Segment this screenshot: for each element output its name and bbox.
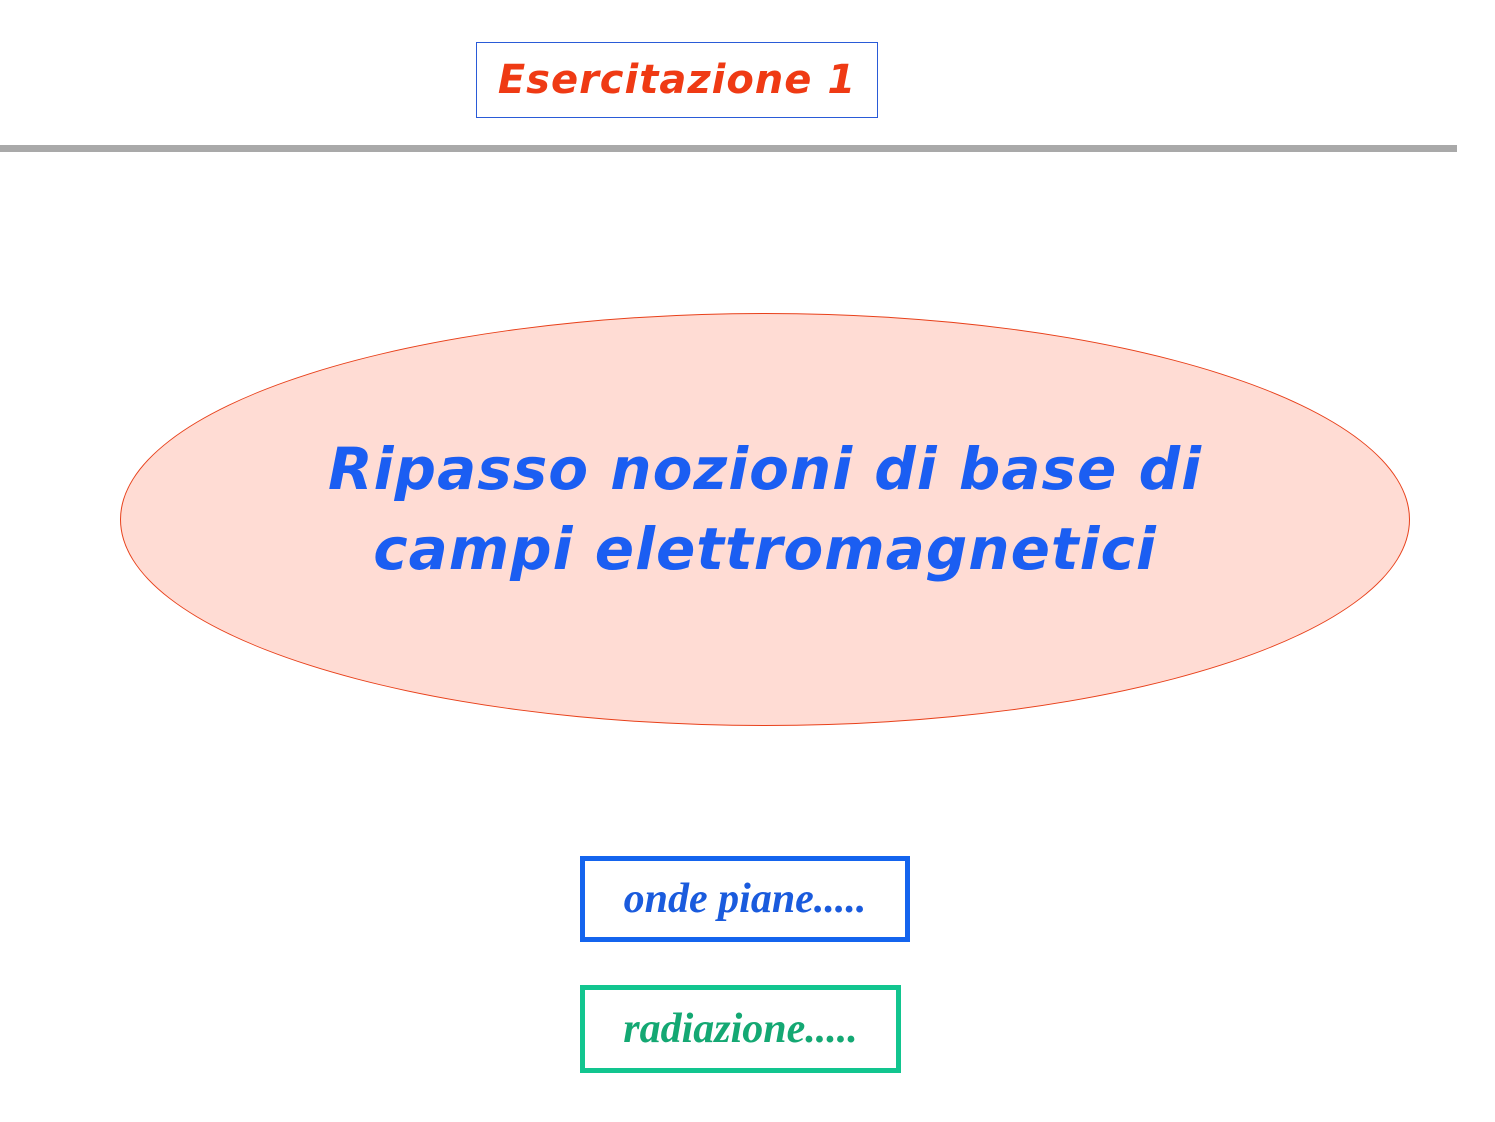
main-topic-ellipse: Ripasso nozioni di base di campi elettro… (120, 313, 1410, 726)
topic-box-radiazione: radiazione..... (580, 985, 901, 1073)
slide-title: Esercitazione 1 (497, 57, 857, 103)
title-box: Esercitazione 1 (476, 42, 878, 118)
main-topic-line-1: Ripasso nozioni di base di (328, 434, 1202, 503)
topic-label-radiazione: radiazione..... (623, 1006, 858, 1052)
topic-box-onde-piane: onde piane..... (580, 856, 910, 942)
header-divider (0, 145, 1457, 152)
topic-label-onde-piane: onde piane..... (623, 876, 867, 922)
main-topic-line-2: campi elettromagnetici (373, 514, 1157, 583)
main-topic-text: Ripasso nozioni di base di campi elettro… (328, 429, 1202, 589)
